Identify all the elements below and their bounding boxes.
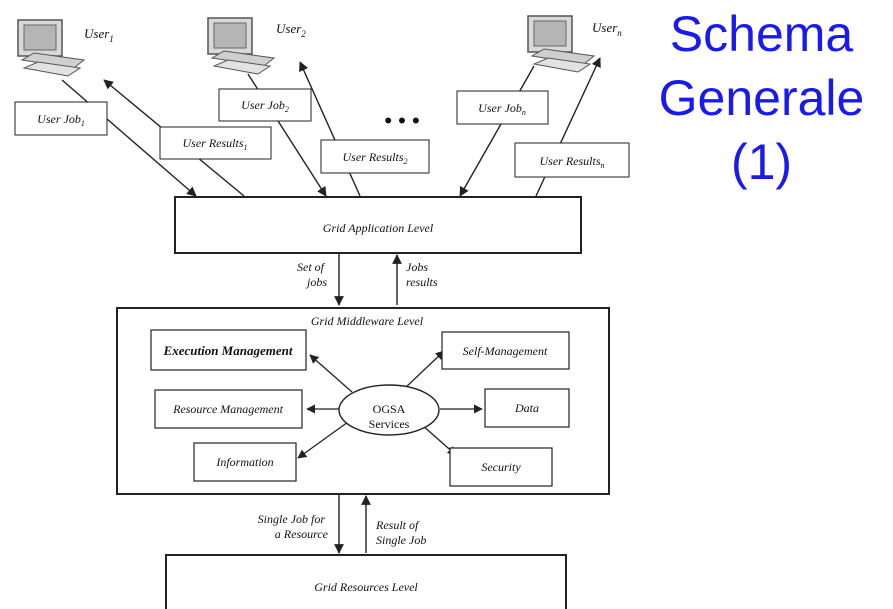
slide-title-line-1: Schema <box>669 6 854 62</box>
jobs-results-label: Jobs results <box>406 260 438 289</box>
grid-application-level-box: Grid Application Level <box>174 196 582 254</box>
svg-text:Data: Data <box>514 401 539 415</box>
user-2-label: User2 <box>276 21 306 39</box>
svg-text:User Results2: User Results2 <box>343 150 408 166</box>
svg-text:Grid Resources Level: Grid Resources Level <box>314 580 418 594</box>
svg-text:Resource Management: Resource Management <box>172 402 284 416</box>
execution-management-box: Execution Management <box>150 329 307 371</box>
information-box: Information <box>193 442 297 482</box>
user-n-computer-icon <box>527 15 595 73</box>
single-result-label: Result of Single Job <box>375 518 426 547</box>
svg-text:Grid Middleware Level: Grid Middleware Level <box>311 314 424 328</box>
user-job-n-box: User Jobn <box>456 90 549 125</box>
self-management-box: Self-Management <box>441 331 570 370</box>
svg-text:User Results1: User Results1 <box>183 136 248 152</box>
svg-text:Execution Management: Execution Management <box>163 343 293 358</box>
user-results-n-box: User Resultsn <box>514 142 630 178</box>
resource-management-box: Resource Management <box>154 389 303 429</box>
svg-text:User Resultsn: User Resultsn <box>540 154 605 170</box>
svg-text:Self-Management: Self-Management <box>463 344 548 358</box>
set-of-jobs-label: Set of jobs <box>297 260 327 289</box>
user-job-arrows <box>61 65 535 197</box>
slide-title-line-2: Generale <box>658 70 865 126</box>
user-job-2-box: User Job2 <box>218 88 312 122</box>
grid-resources-level-box: Grid Resources Level <box>165 554 567 609</box>
user-results-1-box: User Results1 <box>159 126 272 160</box>
user-2-computer-icon <box>207 17 275 75</box>
more-users-ellipsis: • • • <box>384 108 419 133</box>
svg-text:Grid Application Level: Grid Application Level <box>323 221 434 235</box>
svg-text:Information: Information <box>215 455 273 469</box>
ogsa-service-arrows <box>297 350 483 459</box>
slide-title-line-3: (1) <box>730 134 793 190</box>
user-results-2-box: User Results2 <box>320 139 430 174</box>
user-1-computer-icon <box>17 19 85 77</box>
svg-text:OGSA: OGSA <box>373 402 406 416</box>
svg-text:Security: Security <box>481 460 521 474</box>
data-box: Data <box>484 388 570 428</box>
svg-text:User Job1: User Job1 <box>37 112 85 128</box>
svg-text:User Jobn: User Jobn <box>478 101 526 117</box>
user-1-label: User1 <box>84 26 114 44</box>
user-n-label: Usern <box>592 20 622 38</box>
user-job-1-box: User Job1 <box>14 101 108 136</box>
ogsa-services-node: OGSA Services <box>338 384 440 436</box>
svg-text:Services: Services <box>369 417 410 431</box>
security-box: Security <box>449 447 553 487</box>
single-job-label: Single Job for a Resource <box>258 512 329 541</box>
svg-text:User Job2: User Job2 <box>241 98 289 114</box>
